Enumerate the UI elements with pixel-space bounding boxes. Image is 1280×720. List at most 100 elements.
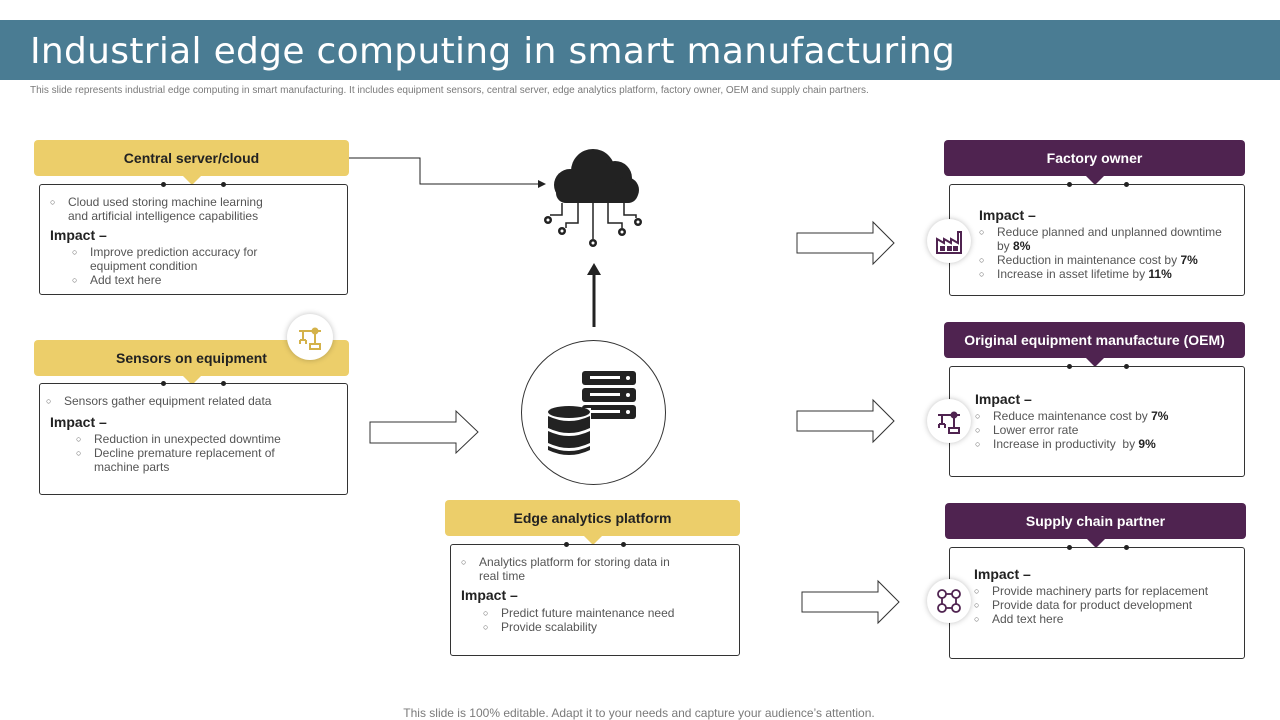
- oem-icon-badge: [927, 399, 971, 443]
- list-item: ○Provide machinery parts for replacement: [974, 584, 1209, 598]
- connector-arrowhead-up: [587, 263, 601, 275]
- supply-item-1: Provide machinery parts for replacement: [992, 584, 1209, 598]
- header-notch: [583, 536, 602, 545]
- list-item: ○Reduce planned and unplanned downtime b…: [979, 225, 1222, 253]
- factory-item-1: Reduce planned and unplanned downtime by: [997, 225, 1222, 253]
- list-item: ○Sensors gather equipment related data: [46, 394, 272, 408]
- list-item: ○Increase in asset lifetime by 11%: [979, 267, 1172, 281]
- list-item: ○Provide data for product development: [974, 598, 1193, 612]
- edge-analytics-box: ○Analytics platform for storing data in …: [450, 542, 740, 656]
- sensors-sub-2: Decline premature replacement of machine…: [94, 446, 275, 474]
- central-sub-1: Improve prediction accuracy for equipmen…: [90, 245, 258, 273]
- edge-analytics-title: Edge analytics platform: [513, 510, 672, 526]
- list-item: ○Decline premature replacement of machin…: [76, 446, 337, 474]
- supply-item-3: Add text here: [992, 612, 1064, 626]
- cloud-icon: [544, 149, 642, 247]
- factory-item-2-value: 7%: [1180, 253, 1198, 267]
- header-notch: [182, 376, 201, 385]
- oem-item-1: Reduce maintenance cost by: [993, 409, 1152, 423]
- factory-icon: [936, 231, 962, 254]
- factory-owner-header: Factory owner: [944, 140, 1245, 185]
- supply-impact-label: Impact –: [974, 566, 1031, 582]
- sensors-sub-1: Reduction in unexpected downtime: [94, 432, 281, 446]
- box-dot: [161, 381, 166, 386]
- list-item: ○Lower error rate: [975, 423, 1079, 437]
- sensors-header: Sensors on equipment: [34, 340, 349, 385]
- list-item: ○Reduce maintenance cost by 7%: [975, 409, 1169, 423]
- edge-analytics-header: Edge analytics platform: [445, 500, 740, 545]
- central-server-title: Central server/cloud: [123, 150, 260, 166]
- factory-item-1-value: 8%: [1013, 239, 1031, 253]
- central-server-box: ○Cloud used storing machine learning and…: [39, 182, 348, 295]
- factory-item-3-value: 11%: [1148, 267, 1172, 281]
- slide-subtitle: This slide represents industrial edge co…: [30, 85, 869, 96]
- network-people-icon: [937, 589, 961, 613]
- box-dot: [161, 182, 166, 187]
- list-item: ○Predict future maintenance need: [483, 606, 675, 620]
- block-arrow-oem: [796, 398, 895, 444]
- list-item: ○Add text here: [974, 612, 1064, 626]
- header-notch: [1085, 176, 1104, 185]
- header-notch: [182, 176, 201, 185]
- connector-central-to-cloud: [349, 157, 540, 185]
- edge-sub-2: Provide scalability: [501, 620, 598, 634]
- box-dot: [221, 182, 226, 187]
- edge-bullet-1: Analytics platform for storing data in r…: [479, 555, 670, 583]
- central-server-header: Central server/cloud: [34, 140, 349, 185]
- list-item: ○Increase in productivity by 9%: [975, 437, 1156, 451]
- oem-impact-label: Impact –: [975, 391, 1032, 407]
- list-item: ○Provide scalability: [483, 620, 598, 634]
- header-notch: [1085, 358, 1104, 367]
- factory-impact-label: Impact –: [979, 207, 1036, 223]
- oem-item-3: Increase in productivity by: [993, 437, 1139, 451]
- box-dot: [221, 381, 226, 386]
- block-arrow-sensors: [369, 409, 479, 455]
- box-dot: [1067, 182, 1072, 187]
- factory-item-3: Increase in asset lifetime by: [997, 267, 1149, 281]
- server-database-icon: [547, 371, 636, 455]
- factory-owner-title: Factory owner: [1046, 150, 1143, 166]
- sensors-bullet-1: Sensors gather equipment related data: [64, 394, 272, 408]
- sensors-title: Sensors on equipment: [116, 350, 267, 366]
- connector-arrowhead: [538, 180, 546, 188]
- list-item: ○Cloud used storing machine learning and…: [50, 195, 337, 223]
- sensors-icon-badge: [287, 314, 333, 360]
- supply-icon-badge: [927, 579, 971, 623]
- slide-title: Industrial edge computing in smart manuf…: [30, 31, 956, 72]
- box-dot: [1067, 364, 1072, 369]
- oem-item-2: Lower error rate: [993, 423, 1079, 437]
- box-dot: [1067, 545, 1072, 550]
- factory-icon-badge: [927, 219, 971, 263]
- central-sub-2: Add text here: [90, 273, 162, 287]
- factory-item-2: Reduction in maintenance cost by: [997, 253, 1181, 267]
- supply-chain-header: Supply chain partner: [945, 503, 1246, 548]
- robotic-arm-icon: [938, 411, 960, 434]
- oem-title: Original equipment manufacture (OEM): [964, 332, 1225, 348]
- box-dot: [564, 542, 569, 547]
- list-item: ○Analytics platform for storing data in …: [461, 555, 729, 583]
- supply-item-2: Provide data for product development: [992, 598, 1193, 612]
- box-dot: [1124, 182, 1129, 187]
- central-impact-label: Impact –: [50, 227, 107, 243]
- box-dot: [1124, 364, 1129, 369]
- edge-sub-1: Predict future maintenance need: [501, 606, 675, 620]
- oem-header: Original equipment manufacture (OEM): [944, 322, 1245, 367]
- supply-chain-box: Impact – ○Provide machinery parts for re…: [949, 545, 1245, 659]
- box-dot: [1124, 545, 1129, 550]
- header-notch: [1086, 539, 1105, 548]
- robotic-arm-icon: [299, 327, 321, 350]
- list-item: ○Add text here: [72, 273, 162, 287]
- box-dot: [621, 542, 626, 547]
- block-arrow-supply: [801, 579, 900, 625]
- block-arrow-factory: [796, 220, 895, 266]
- oem-item-1-value: 7%: [1151, 409, 1169, 423]
- factory-owner-box: Impact – ○Reduce planned and unplanned d…: [949, 182, 1245, 296]
- list-item: ○Improve prediction accuracy for equipme…: [72, 245, 337, 273]
- list-item: ○Reduction in unexpected downtime: [76, 432, 281, 446]
- footer-note: This slide is 100% editable. Adapt it to…: [403, 706, 875, 720]
- sensors-box: ○Sensors gather equipment related data I…: [39, 381, 348, 495]
- edge-impact-label: Impact –: [461, 587, 518, 603]
- title-bar: [0, 20, 1280, 80]
- oem-item-3-value: 9%: [1138, 437, 1156, 451]
